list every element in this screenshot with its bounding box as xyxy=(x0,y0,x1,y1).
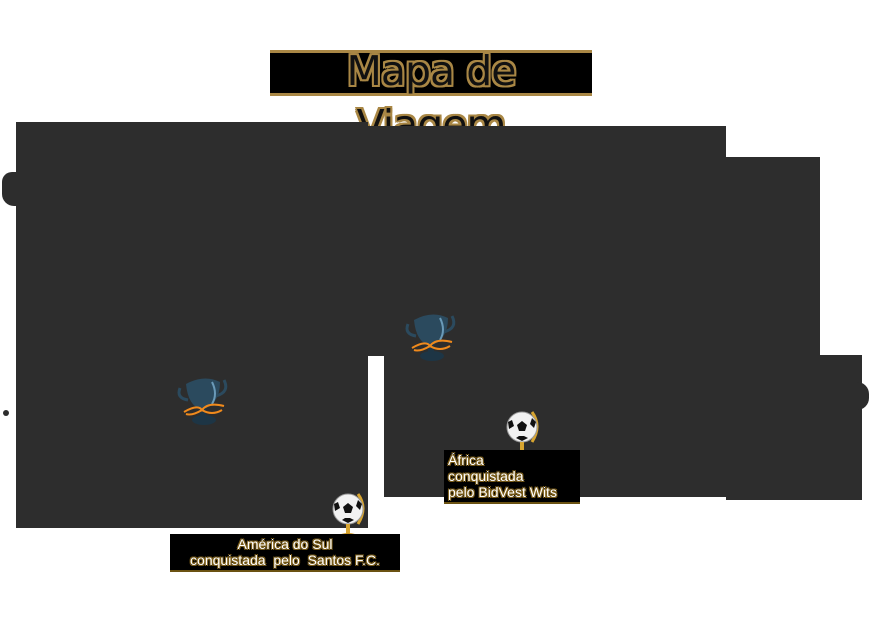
map-region-west-bump xyxy=(2,172,22,206)
south-america-label-line1: América do Sul xyxy=(237,536,333,552)
africa-label-line1: África xyxy=(448,452,484,468)
map-region-southeast xyxy=(726,355,862,500)
africa-label-line2: conquistada xyxy=(448,468,524,484)
region-trophy-europe[interactable] xyxy=(172,370,232,428)
title-banner xyxy=(270,50,592,96)
soccer-globe-trophy-icon xyxy=(332,493,365,539)
south-america-label-line2: conquistada pelo Santos F.C. xyxy=(190,552,380,568)
africa-label-line3: pelo BidVest Wits xyxy=(448,484,557,500)
locked-trophy-icon xyxy=(405,314,456,361)
map-island-dot xyxy=(3,410,9,416)
map-region-east-bump xyxy=(855,382,869,410)
map-region-isthmus xyxy=(352,355,368,373)
map-region-west xyxy=(16,122,368,528)
locked-trophy-icon xyxy=(177,378,228,425)
region-trophy-asia[interactable] xyxy=(400,306,460,364)
south-america-conquest-label[interactable]: América do Sul conquistada pelo Santos F… xyxy=(170,534,400,572)
map-region-northeast xyxy=(720,157,820,357)
region-trophy-south-america[interactable] xyxy=(328,490,368,542)
africa-conquest-label[interactable]: África conquistada pelo BidVest Wits xyxy=(444,450,580,504)
